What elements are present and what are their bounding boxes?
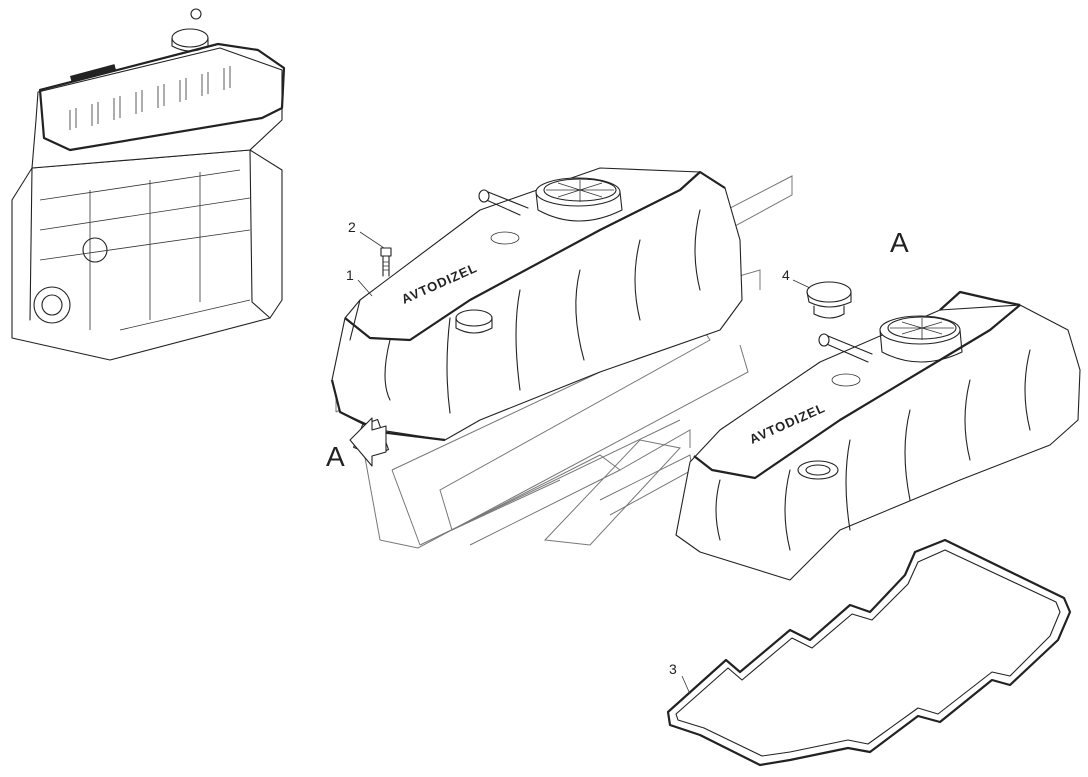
gasket-part-3 [666,538,1072,767]
valve-cover-view-a: AVTODIZEL [675,290,1081,581]
callout-3: 3 [669,661,677,677]
view-label-title: A [890,227,909,258]
filler-cap-part-4 [806,281,852,319]
bolt-part-2 [380,247,392,277]
callout-1: 1 [346,267,354,283]
callout-4: 4 [782,267,790,283]
view-arrow [349,417,390,467]
callout-2: 2 [348,219,356,235]
engine-overview [11,8,286,361]
view-label-arrow: A [326,441,345,472]
callout-leaders [357,231,811,695]
valve-cover-part-1: AVTODIZEL [330,167,743,442]
